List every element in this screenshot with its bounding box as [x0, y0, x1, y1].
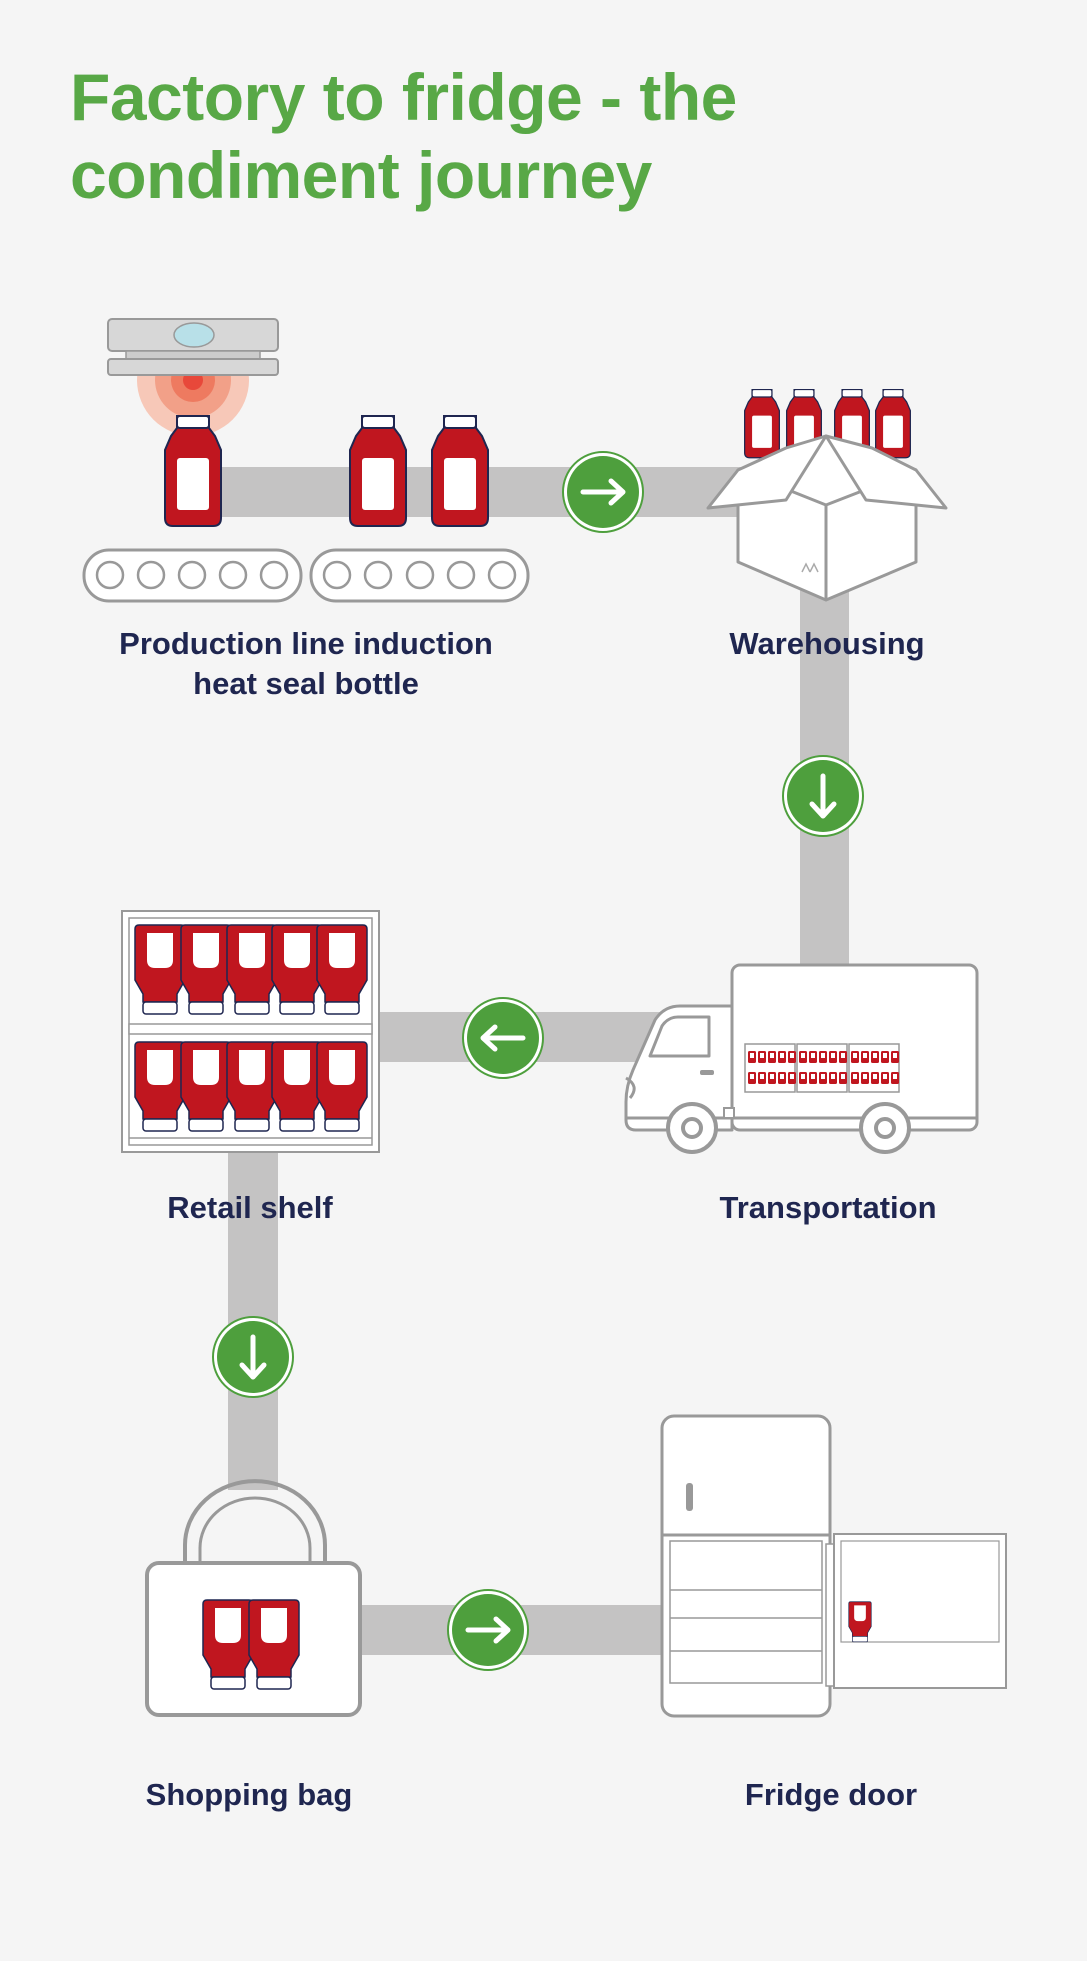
step-label-warehousing: Warehousing [677, 624, 977, 664]
retail-shelf-icon [121, 910, 380, 1153]
delivery-truck-icon [624, 963, 979, 1154]
step-label-production-line: Production line induction heat seal bott… [56, 624, 556, 704]
step-label-fridge-door: Fridge door [681, 1775, 981, 1815]
step-label-line: Retail shelf [167, 1190, 333, 1225]
arrow-left-icon [462, 997, 544, 1079]
step-label-line: Warehousing [729, 626, 925, 661]
page-title: Factory to fridge - the condiment journe… [70, 58, 970, 214]
step-label-transportation: Transportation [678, 1188, 978, 1228]
step-label-line: Transportation [719, 1190, 937, 1225]
arrow-right-icon [562, 451, 644, 533]
step-label-retail-shelf: Retail shelf [100, 1188, 400, 1228]
shopping-bag-icon [145, 1479, 362, 1717]
step-label-line: heat seal bottle [193, 666, 419, 701]
step-label-line: Shopping bag [145, 1777, 353, 1812]
open-box-icon [706, 388, 948, 602]
arrow-right-icon [447, 1589, 529, 1671]
arrow-down-icon [782, 755, 864, 837]
step-label-shopping-bag: Shopping bag [99, 1775, 399, 1815]
conveyor-sealer-icon [82, 308, 530, 603]
step-label-line: Fridge door [744, 1777, 918, 1812]
step-label-line: Production line induction [119, 626, 493, 661]
arrow-down-icon [212, 1316, 294, 1398]
page-title-line-2: condiment journey [70, 138, 652, 212]
page-title-line-1: Factory to fridge - the [70, 60, 737, 134]
fridge-icon [660, 1414, 1007, 1718]
